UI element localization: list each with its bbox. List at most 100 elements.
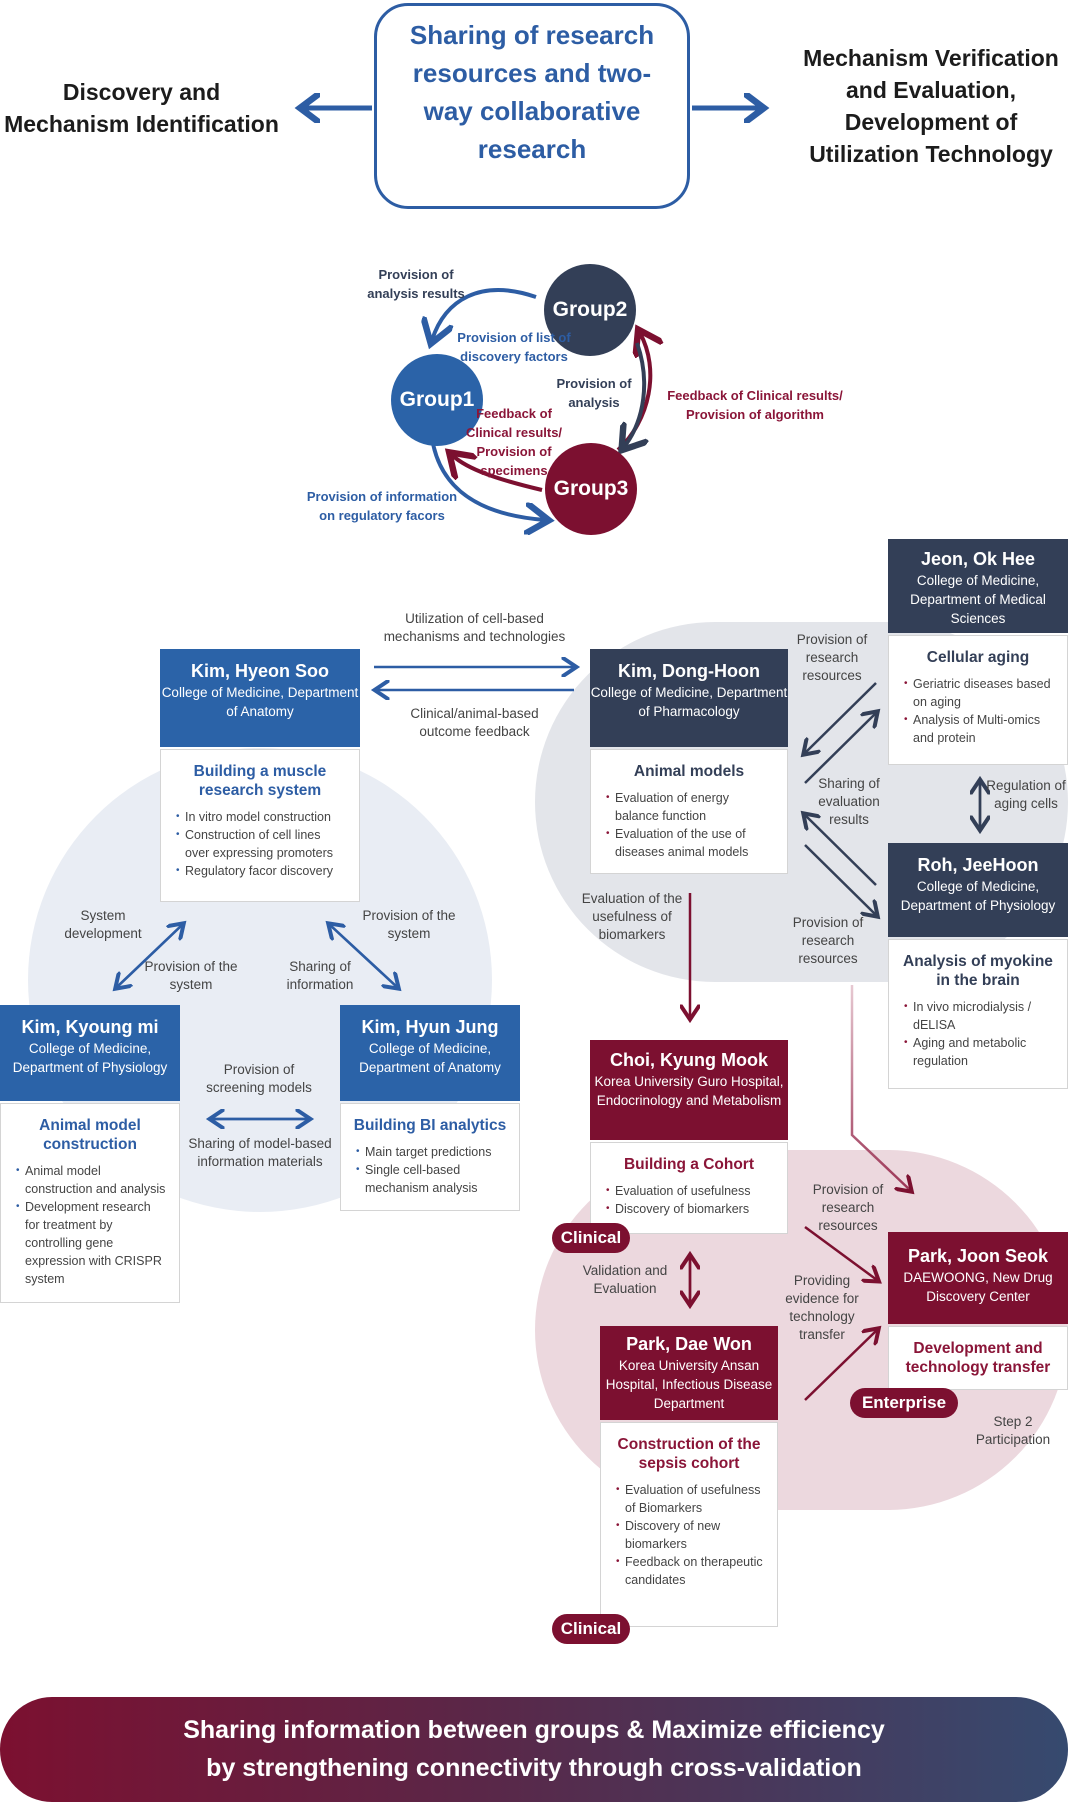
group3-circle: Group3: [545, 443, 637, 535]
label-sharing-model-info: Sharing of model-based information mater…: [188, 1136, 332, 1169]
card-title: Animal model construction: [39, 1117, 141, 1153]
card-park-joon-seok-header: Park, Joon Seok DAEWOONG, New Drug Disco…: [888, 1232, 1068, 1324]
list-item: Evaluation of usefulness: [606, 1182, 775, 1200]
card-kim-hyun-jung-body: Building BI analytics Main target predic…: [340, 1103, 520, 1211]
card-affiliation: College of Medicine, Department of Anato…: [161, 685, 359, 719]
label-sharing-information: Sharing of information: [286, 959, 354, 992]
card-title: Development and technology transfer: [905, 1340, 1051, 1376]
label-provision-resources-mid: Provision of research resources: [792, 915, 864, 966]
list-item: Discovery of new biomarkers: [616, 1517, 765, 1553]
card-park-dae-won-header: Park, Dae Won Korea University Ansan Hos…: [600, 1326, 778, 1420]
card-name: Park, Dae Won: [626, 1334, 752, 1354]
label-clinical-feedback: Clinical/animal-based outcome feedback: [410, 706, 539, 739]
arc-g2-to-g3: [624, 342, 644, 447]
list-item: Discovery of biomarkers: [606, 1200, 775, 1218]
card-kim-dong-hoon-body: Animal models Evaluation of energy balan…: [590, 749, 788, 874]
label-step2-participation: Step 2 Participation: [975, 1414, 1051, 1447]
card-title: Building a muscle research system: [193, 763, 327, 799]
list-item: Construction of cell lines over expressi…: [176, 826, 347, 862]
card-title: Cellular aging: [926, 649, 1030, 666]
card-name: Kim, Dong-Hoon: [618, 661, 760, 681]
card-affiliation: College of Medicine, Department of Pharm…: [590, 685, 788, 719]
label-provision-system-right: Provision of the system: [362, 908, 456, 941]
arc-g2-to-g1: [432, 288, 537, 340]
label-cell-mechanisms: Utilization of cell-based mechanisms and…: [383, 611, 566, 644]
card-kim-kyoung-mi-header: Kim, Kyoung mi College of Medicine, Depa…: [0, 1005, 180, 1101]
card-kim-hyeon-soo-body: Building a muscle research system In vit…: [160, 749, 360, 902]
label-sharing-evaluation: Sharing of evaluation results: [818, 776, 880, 827]
card-choi-kyung-mook-header: Choi, Kyung Mook Korea University Guro H…: [590, 1040, 788, 1140]
label-provision-system-left: Provision of the system: [144, 959, 238, 992]
card-name: Kim, Hyeon Soo: [190, 661, 329, 681]
card-kim-hyeon-soo-header: Kim, Hyeon Soo College of Medicine, Depa…: [160, 649, 360, 747]
arc-g3-to-g1: [452, 455, 543, 492]
card-name: Kim, Hyun Jung: [361, 1017, 499, 1037]
card-choi-kyung-mook-body: Building a Cohort Evaluation of usefulne…: [590, 1142, 788, 1234]
label-evaluation-biomarkers: Evaluation of the usefulness of biomarke…: [581, 891, 683, 942]
list-item: In vivo microdialysis / dELISA: [904, 998, 1055, 1034]
card-title: Analysis of myokine in the brain: [903, 953, 1053, 989]
tag-clinical-2: Clinical: [552, 1614, 630, 1644]
label-feedback-algorithm: Feedback of Clinical results/ Provision …: [667, 388, 843, 422]
list-item: In vitro model construction: [176, 808, 347, 826]
card-name: Kim, Kyoung mi: [21, 1017, 159, 1037]
list-item: Aging and metabolic regulation: [904, 1034, 1055, 1070]
label-regulatory-info: Provision of information on regulatory f…: [306, 489, 458, 523]
label-provision-resources-top: Provision of research resources: [796, 632, 868, 683]
label-provision-resources-low: Provision of research resources: [812, 1182, 884, 1233]
list-item: Evaluation of usefulness of Biomarkers: [616, 1481, 765, 1517]
label-screening-models: Provision of screening models: [206, 1062, 312, 1095]
list-item: Animal model construction and analysis: [16, 1162, 167, 1198]
card-name: Park, Joon Seok: [907, 1246, 1049, 1266]
list-item: Single cell-based mechanism analysis: [356, 1161, 507, 1197]
card-affiliation: College of Medicine, Department of Anato…: [359, 1041, 501, 1075]
card-affiliation: DAEWOONG, New Drug Discovery Center: [903, 1270, 1053, 1304]
card-roh-jeehoon-body: Analysis of myokine in the brain In vivo…: [888, 939, 1068, 1089]
tag-enterprise: Enterprise: [850, 1388, 958, 1418]
label-feedback-specimens: Feedback of Clinical results/ Provision …: [465, 406, 563, 478]
list-item: Main target predictions: [356, 1143, 507, 1161]
list-item: Evaluation of the use of diseases animal…: [606, 825, 775, 861]
header-right-text: Mechanism Verification and Evaluation, D…: [803, 45, 1059, 167]
card-title: Construction of the sepsis cohort: [617, 1436, 761, 1472]
card-affiliation: College of Medicine, Department of Medic…: [910, 573, 1046, 626]
card-affiliation: Korea University Guro Hospital, Endocrin…: [594, 1074, 784, 1108]
card-name: Roh, JeeHoon: [917, 855, 1039, 875]
card-jeon-ok-hee-body: Cellular aging Geriatric diseases based …: [888, 635, 1068, 765]
list-item: Feedback on therapeutic candidates: [616, 1553, 765, 1589]
label-provision-analysis: Provision of analysis: [556, 376, 632, 410]
card-kim-hyun-jung-header: Kim, Hyun Jung College of Medicine, Depa…: [340, 1005, 520, 1101]
label-provision-analysis-results: Provision of analysis results: [367, 267, 465, 301]
card-title: Building a Cohort: [623, 1156, 754, 1173]
label-regulation-aging: Regulation of aging cells: [986, 778, 1066, 811]
header-left-text: Discovery and Mechanism Identification: [4, 79, 279, 137]
card-affiliation: College of Medicine, Department of Physi…: [900, 879, 1056, 913]
list-item: Regulatory facor discovery: [176, 862, 347, 880]
group2-circle: Group2: [544, 264, 636, 356]
card-jeon-ok-hee-header: Jeon, Ok Hee College of Medicine, Depart…: [888, 539, 1068, 633]
card-kim-dong-hoon-header: Kim, Dong-Hoon College of Medicine, Depa…: [590, 649, 788, 747]
card-name: Choi, Kyung Mook: [610, 1050, 768, 1070]
label-validation-evaluation: Validation and Evaluation: [582, 1263, 668, 1296]
card-roh-jeehoon-header: Roh, JeeHoon College of Medicine, Depart…: [888, 843, 1068, 937]
list-item: Development research for treatment by co…: [16, 1198, 167, 1288]
tag-clinical: Clinical: [552, 1223, 630, 1253]
label-system-development: System development: [64, 908, 142, 941]
list-item: Evaluation of energy balance function: [606, 789, 775, 825]
card-park-joon-seok-body: Development and technology transfer: [888, 1326, 1068, 1390]
banner-line-2: by strengthening connectivity through cr…: [206, 1754, 862, 1782]
label-provision-discovery-factors: Provision of list of discovery factors: [457, 330, 571, 364]
summary-banner: Sharing information between groups & Max…: [0, 1697, 1068, 1802]
card-title: Building BI analytics: [353, 1117, 507, 1134]
card-affiliation: College of Medicine, Department of Physi…: [12, 1041, 168, 1075]
label-evidence-transfer: Providing evidence for technology transf…: [785, 1273, 859, 1342]
banner-line-1: Sharing information between groups & Max…: [183, 1716, 885, 1744]
card-name: Jeon, Ok Hee: [920, 549, 1036, 569]
arc-g1-to-g3: [430, 437, 545, 520]
list-item: Geriatric diseases based on aging: [904, 675, 1055, 711]
card-affiliation: Korea University Ansan Hospital, Infecti…: [605, 1358, 773, 1411]
group1-circle: Group1: [391, 354, 483, 446]
header-center-text: Sharing of research resources and two-wa…: [409, 20, 655, 164]
card-park-dae-won-body: Construction of the sepsis cohort Evalua…: [600, 1422, 778, 1627]
card-kim-kyoung-mi-body: Animal model construction Animal model c…: [0, 1103, 180, 1303]
